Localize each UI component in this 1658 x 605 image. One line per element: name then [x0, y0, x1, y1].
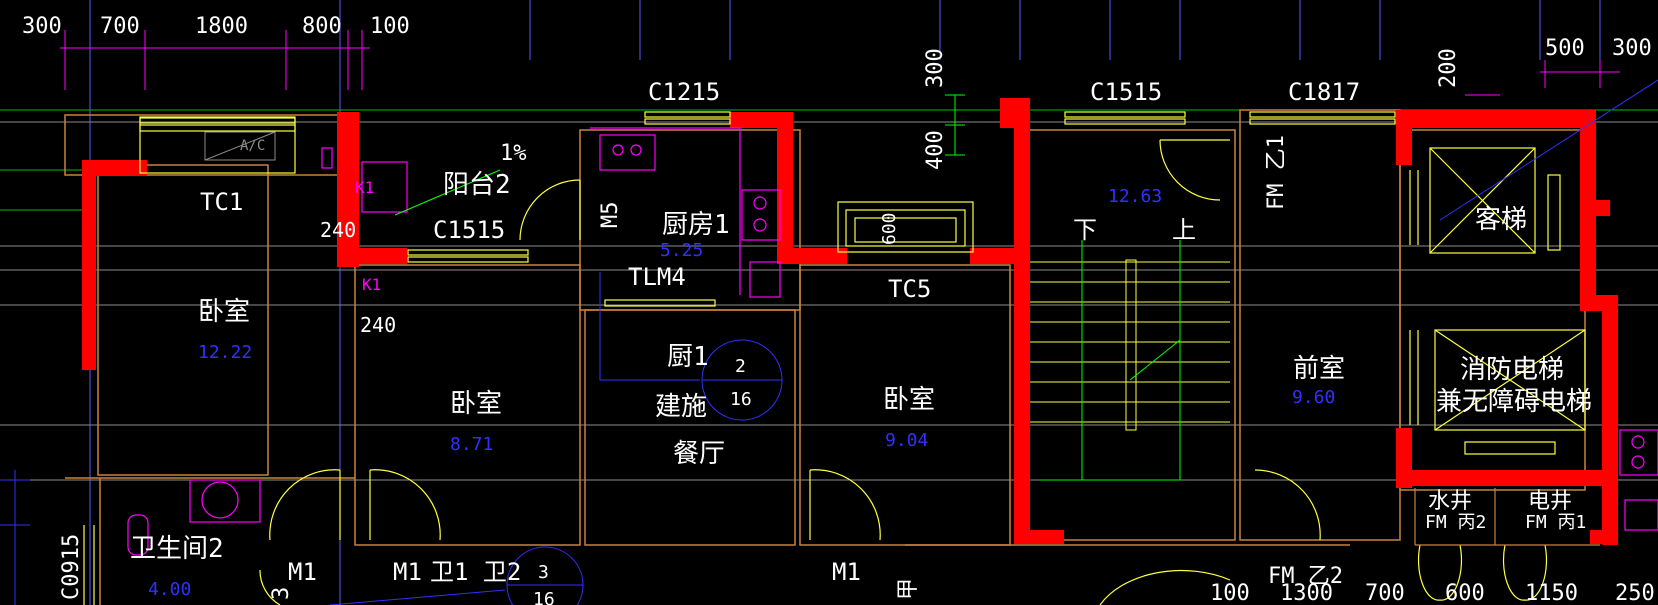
detail-callouts: 2 16 3 16 — [533, 356, 752, 605]
dim-bottom-250: 250 — [1615, 581, 1655, 605]
door-tlm4: TLM4 — [628, 263, 686, 291]
window-c1817: C1817 — [1288, 78, 1360, 106]
tc5-label: TC5 — [888, 275, 931, 303]
window-c1517-stair: C1515 — [1090, 78, 1162, 106]
dimension-texts: 300 700 1800 800 100 500 300 240 240 100… — [22, 14, 1655, 605]
vertical-dimension-texts: 300 400 600 200 C0915 M5 FM 乙1 3 甲 — [59, 48, 1461, 600]
room-bedroom-1-area: 12.22 — [198, 342, 252, 363]
dim-bottom-700: 700 — [1365, 581, 1405, 605]
room-bedroom-3-name: 卧室 — [883, 385, 935, 415]
kitchen-fixtures — [127, 127, 1658, 556]
room-bedroom-1-name: 卧室 — [198, 297, 250, 327]
stairs-down-label: 下 — [1073, 216, 1097, 244]
dim-vertical-300: 300 — [923, 48, 948, 88]
dim-300-right: 300 — [1612, 36, 1652, 61]
room-passenger-elevator: 客梯 — [1475, 205, 1527, 235]
room-jianshi: 建施 — [655, 392, 707, 422]
door-fm-bing2: FM 丙2 — [1425, 512, 1486, 533]
structural-walls — [82, 98, 1618, 545]
stairs-up-label: 上 — [1172, 216, 1196, 244]
wc-codes: 卫1 卫2 — [430, 558, 521, 586]
door-label-fragment-jia: 甲 — [896, 578, 921, 600]
dim-bottom-1150: 1150 — [1525, 581, 1578, 605]
dim-1800: 1800 — [195, 14, 248, 39]
elevator-shafts — [1409, 147, 1586, 455]
door-label-fragment-3: 3 — [269, 587, 294, 600]
axis-lines — [89, 0, 1601, 605]
room-kitchen-area: 5.25 — [660, 240, 703, 261]
callout-1-top: 2 — [735, 356, 746, 377]
room-bedroom-2-area: 8.71 — [450, 434, 493, 455]
k1-label-a: K1 — [355, 178, 374, 197]
dim-bottom-1300: 1300 — [1280, 581, 1333, 605]
window-c1215: C1215 — [648, 78, 720, 106]
room-accessible-elevator: 兼无障碍电梯 — [1436, 387, 1592, 417]
dim-bottom-600: 600 — [1445, 581, 1485, 605]
door-m5: M5 — [598, 202, 623, 229]
room-bathroom-name: 卫生间2 — [130, 534, 224, 564]
dim-vertical-600: 600 — [879, 212, 900, 245]
door-fm-bing1: FM 丙1 — [1525, 512, 1586, 533]
room-bathroom-area: 4.00 — [148, 579, 191, 600]
opening-labels: C1215 C1515 C1515 C1817 TC1 TC5 TLM4 M1 … — [200, 78, 1586, 589]
room-kitchen-detail: 厨1 — [667, 342, 709, 372]
dimension-vertical — [945, 94, 965, 156]
dim-500: 500 — [1545, 36, 1585, 61]
door-m1-b: M1 — [393, 558, 422, 586]
door-fm-yi1: FM 乙1 — [1264, 135, 1289, 210]
room-kitchen-name: 厨房1 — [662, 210, 730, 240]
room-lobby-area: 9.60 — [1292, 387, 1335, 408]
room-stair-area: 12.63 — [1108, 186, 1162, 207]
door-m1-c: M1 — [832, 558, 861, 586]
room-lobby-name: 前室 — [1293, 354, 1345, 384]
stair-flight — [1030, 259, 1230, 431]
stair-arrow — [1040, 240, 1181, 481]
shaft-outlines — [1414, 488, 1600, 546]
callout-2-top: 3 — [538, 562, 549, 583]
room-bedroom-3-area: 9.04 — [885, 430, 928, 451]
window-c0915: C0915 — [59, 534, 84, 600]
room-bedroom-2-name: 卧室 — [450, 389, 502, 419]
room-dining-name: 餐厅 — [673, 439, 725, 469]
dim-vertical-400: 400 — [923, 130, 948, 170]
ac-label: A/C — [240, 138, 265, 154]
detail-leaders — [0, 79, 1658, 605]
room-electric-shaft: 电井 — [1528, 489, 1572, 514]
door-m1-a: M1 — [288, 558, 317, 586]
callout-2-bottom: 16 — [533, 589, 555, 605]
window-c1515-balcony: C1515 — [433, 216, 505, 244]
k1-label-b: K1 — [362, 275, 381, 294]
room-fire-elevator: 消防电梯 — [1460, 355, 1564, 385]
wall-240-a: 240 — [320, 218, 356, 242]
dim-800: 800 — [302, 14, 342, 39]
drain-slope-line — [394, 169, 501, 216]
slope-label: 1% — [500, 141, 527, 166]
door-fm-yi2: FM 乙2 — [1268, 564, 1343, 589]
callout-1-bottom: 16 — [730, 389, 752, 410]
dim-vertical-200: 200 — [1436, 48, 1461, 88]
dim-100: 100 — [370, 14, 410, 39]
windows — [83, 111, 1396, 605]
dim-bottom-100: 100 — [1210, 581, 1250, 605]
wall-240-b: 240 — [360, 313, 396, 337]
room-water-shaft: 水井 — [1428, 489, 1472, 514]
dimension-chain-top — [60, 30, 1620, 96]
room-labels: 卧室 12.22 阳台2 卧室 8.71 厨房1 5.25 厨1 建施 餐厅 卧… — [130, 170, 1592, 600]
dim-300: 300 — [22, 14, 62, 39]
grey-guides — [0, 121, 1658, 481]
ac-unit — [204, 131, 276, 161]
dim-700: 700 — [100, 14, 140, 39]
room-balcony-name: 阳台2 — [443, 170, 511, 200]
tc1-label: TC1 — [200, 188, 243, 216]
door-swings — [259, 139, 1548, 605]
